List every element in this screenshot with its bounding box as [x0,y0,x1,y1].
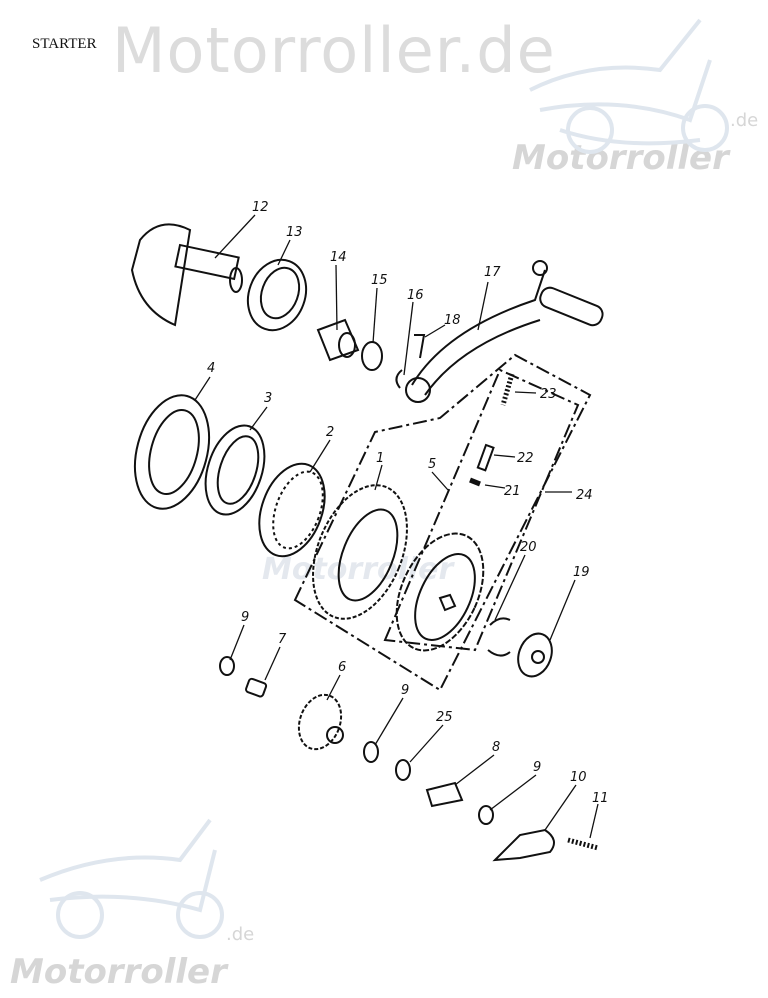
part-20-plate [487,617,511,657]
label-13: 13 [286,225,303,240]
part-21-pin [469,477,481,487]
part-12-kick-shaft [130,223,243,327]
watermark-logo-suffix: .de [226,924,255,945]
part-10-guide [492,828,555,862]
part-18-bolt [414,334,426,359]
part-24-assembly-outline [293,353,592,692]
part-6-gear [297,693,344,751]
label-18: 18 [444,313,461,328]
label-23: 23 [540,387,557,402]
label-10: 10 [570,770,587,785]
watermark-logo-center: Motorroller [262,552,454,587]
label-3: 3 [264,391,272,406]
part-13-spring [246,258,308,332]
part-19-pinion [517,632,553,678]
watermark-text: Motorroller.de [112,14,556,87]
part-25-washer [395,759,411,781]
part-15-washer [361,341,383,371]
part-1-ring-gear [312,484,408,620]
scooter-watermark-icon [529,18,729,154]
part-9-washer [363,741,379,763]
part-3-oil-seal [204,424,266,516]
leader-lines [194,214,599,839]
label-14: 14 [330,250,347,265]
label-6: 6 [338,660,346,675]
label-5: 5 [428,457,436,472]
part-23-spring [500,373,515,406]
label-21: 21 [504,484,521,499]
label-15: 15 [371,273,388,288]
label-20: 20 [520,540,537,555]
label-4: 4 [207,361,215,376]
label-25: 25 [436,710,453,725]
part-5-assembly-outline [383,368,580,652]
part-2-bearing [258,462,326,558]
label-8: 8 [492,740,500,755]
watermark-logo-suffix: .de [730,110,759,131]
part-11-bolt [567,837,599,851]
label-2: 2 [326,425,334,440]
watermark-logo-bottom-left: Motorroller [10,952,227,992]
label-7: 7 [278,632,287,647]
label-24: 24 [576,488,593,503]
part-8-shaft [425,781,464,808]
part-16-circlip [395,369,403,389]
page-title: STARTER [32,36,97,52]
label-9: 9 [241,610,249,625]
label-19: 19 [573,565,590,580]
label-16: 16 [407,288,424,303]
label-11: 11 [592,791,609,806]
part-5-ratchet-disc [395,532,485,652]
label-17: 17 [484,265,501,280]
part-7-needle-bearing [245,677,268,698]
label-9: 9 [401,683,409,698]
part-22-pin [476,443,495,472]
part-9-washer [219,656,235,676]
label-9: 9 [533,760,541,775]
part-labels: 1 2 3 4 5 6 7 8 9 9 9 10 11 12 13 14 15 … [207,200,609,806]
part-4-gasket [134,394,210,510]
label-22: 22 [517,451,534,466]
part-9-washer [478,805,494,825]
part-14-bushing [316,318,360,362]
label-1: 1 [376,451,384,466]
label-12: 12 [252,200,269,215]
scooter-watermark-icon [39,818,224,939]
part-17-kick-lever [405,260,604,403]
